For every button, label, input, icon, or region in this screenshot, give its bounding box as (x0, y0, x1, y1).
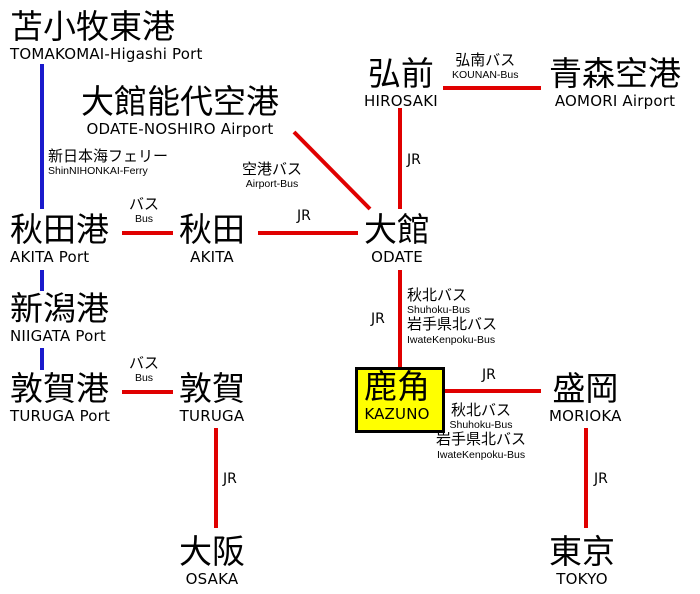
station-akita: 秋田 AKITA (179, 213, 245, 265)
station-name-ja: 東京 (549, 532, 615, 571)
station-name-ja: 大館能代空港 (81, 82, 279, 121)
route-label-ferry: 新日本海フェリー ShinNIHONKAI-Ferry (48, 147, 169, 178)
station-name-ja: 大阪 (179, 532, 245, 571)
station-name-ja: 新潟港 (10, 289, 109, 328)
station-name-en: TURUGA Port (10, 407, 111, 425)
route-label-ja: バス (129, 354, 160, 372)
station-name-ja: 青森空港 (549, 54, 681, 93)
route-label-ja: 新日本海フェリー (48, 147, 169, 165)
station-name-ja: 鹿角 (364, 367, 430, 406)
station-niigata-port: 新潟港 NIIGATA Port (10, 292, 109, 344)
route-label-ja: 岩手県北バス (407, 315, 498, 334)
route-label-ja: 秋北バス (407, 286, 468, 304)
station-name-en: NIIGATA Port (10, 327, 106, 345)
route-label-en: IwateKenpoku-Bus (436, 448, 526, 461)
station-name-en: AKITA Port (10, 248, 90, 266)
route-label-bus-akita: バス Bus (129, 195, 160, 226)
route-label-en: ShinNIHONKAI-Ferry (48, 165, 148, 178)
route-label-jr-odate-kazuno: JR (371, 311, 385, 327)
route-label-jr-morioka-tokyo: JR (594, 471, 608, 487)
route-label-en: KOUNAN-Bus (452, 69, 519, 82)
route-label-ja: 秋北バス (451, 401, 512, 419)
route-label-en: Airport-Bus (245, 178, 299, 191)
route-label-jr-turuga-osaka: JR (223, 471, 237, 487)
route-label-ja: 弘南バス (455, 51, 516, 69)
route-label-en: Bus (134, 213, 154, 226)
station-name-ja: 弘前 (367, 54, 434, 93)
station-name-ja: 秋田港 (10, 210, 109, 249)
station-name-ja: 大館 (364, 210, 430, 249)
station-name-en: AKITA (190, 248, 234, 266)
route-label-jr-hirosaki-odate: JR (407, 152, 421, 168)
station-morioka: 盛岡 MORIOKA (549, 372, 622, 424)
station-hirosaki: 弘前 HIROSAKI (364, 57, 438, 109)
station-name-en: TOKYO (556, 570, 608, 588)
route-label-bus-turuga: バス Bus (129, 354, 160, 385)
route-label-en: Bus (134, 372, 154, 385)
route-label-jr-akita-odate: JR (297, 208, 311, 224)
route-label-jr-kazuno-morioka: JR (482, 367, 496, 383)
station-odate: 大館 ODATE (364, 213, 430, 265)
station-name-en: HIROSAKI (364, 92, 438, 110)
route-label-airport-bus: 空港バス Airport-Bus (242, 160, 303, 191)
station-name-en: ODATE (371, 248, 423, 266)
station-name-ja: 敦賀 (179, 369, 245, 408)
airport-bus-line (292, 130, 372, 211)
station-turuga: 敦賀 TURUGA (179, 372, 245, 424)
station-odate-noshiro: 大館能代空港 ODATE-NOSHIRO Airport (81, 85, 279, 137)
station-name-en: TOMAKOMAI-Higashi Port (10, 45, 203, 63)
route-label-en: IwateKenpoku-Bus (407, 333, 496, 346)
station-name-en: OSAKA (185, 570, 239, 588)
station-tokyo: 東京 TOKYO (549, 535, 615, 587)
route-label-ja: バス (129, 195, 160, 213)
station-name-en: MORIOKA (549, 407, 622, 425)
station-kazuno: 鹿角 KAZUNO (364, 370, 430, 422)
station-name-en: TURUGA (179, 407, 245, 425)
station-name-en: AOMORI Airport (554, 92, 676, 110)
route-label-en: Shuhoku-Bus (407, 304, 471, 317)
kazuno-highlight-box (355, 367, 445, 433)
route-label-kounan-bus: 弘南バス KOUNAN-Bus (452, 51, 519, 82)
route-label-odate-kazuno-bus: 秋北バス Shuhoku-Bus 岩手県北バス IwateKenpoku-Bus (407, 286, 498, 346)
station-name-en: ODATE-NOSHIRO Airport (86, 120, 274, 138)
station-name-ja: 苫小牧東港 (10, 7, 175, 46)
station-tomakomai: 苫小牧東港 TOMAKOMAI-Higashi Port (10, 10, 203, 62)
route-label-en: Shuhoku-Bus (449, 419, 513, 432)
route-label-ja: 空港バス (242, 160, 303, 178)
station-osaka: 大阪 OSAKA (179, 535, 245, 587)
route-label-ja: 岩手県北バス (436, 430, 527, 449)
station-name-ja: 敦賀港 (10, 369, 109, 408)
station-aomori-airport: 青森空港 AOMORI Airport (549, 57, 681, 109)
station-akita-port: 秋田港 AKITA Port (10, 213, 109, 265)
route-label-kazuno-morioka-bus: 秋北バス Shuhoku-Bus 岩手県北バス IwateKenpoku-Bus (436, 401, 527, 461)
station-turuga-port: 敦賀港 TURUGA Port (10, 372, 110, 424)
station-name-ja: 秋田 (179, 210, 245, 249)
station-name-ja: 盛岡 (552, 369, 619, 408)
station-name-en: KAZUNO (364, 405, 430, 423)
